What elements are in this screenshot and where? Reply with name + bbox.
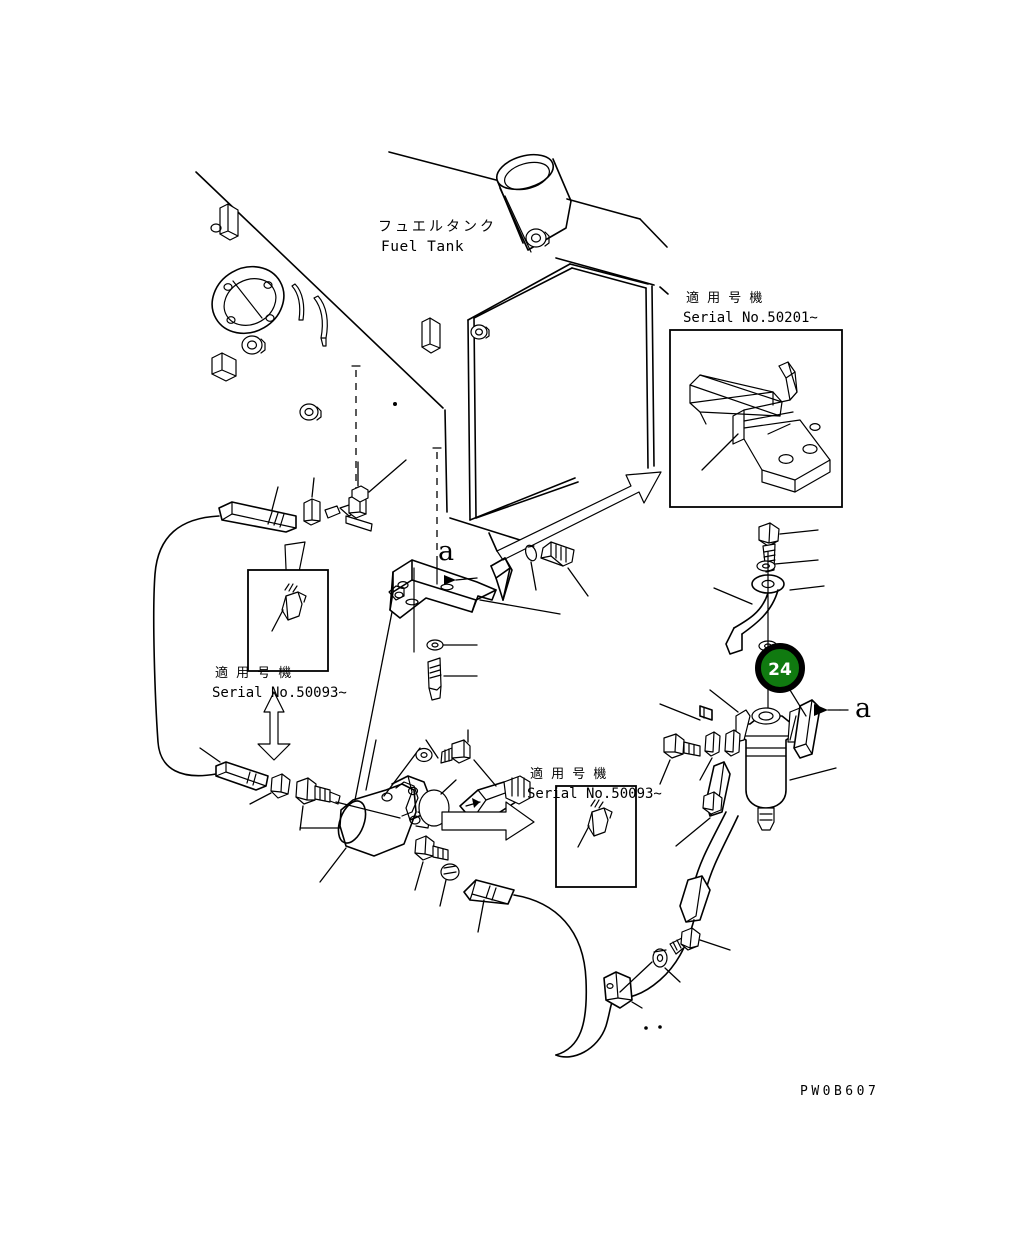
tank-top-tabs (210, 203, 441, 382)
serial-note-50093-left-en: Serial No.50093~ (212, 685, 347, 701)
inline-connector (459, 759, 531, 821)
fuel-tank-label-en: Fuel Tank (381, 239, 464, 255)
serial-note-50201-en: Serial No.50201~ (683, 310, 818, 326)
filter-mount-clamp (793, 699, 821, 759)
filter-hose-nut (702, 791, 723, 815)
left-hose-assembly (152, 459, 407, 831)
mount-bracket-assembly: a (351, 365, 589, 801)
inset-clamp-drawing-left (271, 583, 307, 632)
text-labels: フュエルタンク Fuel Tank 適 用 号 機 Serial No.5020… (212, 219, 879, 1099)
callout-24-circle[interactable] (755, 643, 805, 693)
serial-note-50093-center-jp: 適 用 号 機 (530, 766, 608, 782)
serial-note-50201-jp: 適 用 号 機 (686, 290, 764, 306)
serial-note-50093-center-en: Serial No.50093~ (527, 786, 662, 802)
hollow-arrow-to-inset-50201 (496, 471, 662, 561)
clip-bolt-hardware (619, 927, 731, 993)
fuel-filler-neck (495, 153, 572, 253)
section-ref-a-bracket: a (438, 536, 478, 585)
tank-flange-ring (211, 265, 285, 355)
inset-bracket-50201 (496, 329, 843, 561)
section-ref-a-filter-text: a (855, 693, 871, 724)
callout-24-number: 24 (768, 660, 792, 680)
left-lower-fitting (295, 777, 401, 831)
inset-clamp-detail-center (555, 785, 637, 888)
bracket-hardware-right (524, 541, 589, 597)
inset-bracket-drawing (689, 361, 831, 493)
fuel-tank-assembly (195, 151, 669, 552)
callout-24[interactable]: 24 (755, 643, 807, 717)
left-elbow-fitting (324, 459, 407, 532)
left-hose-clamp (303, 477, 321, 526)
pump-bolt-upper (415, 729, 471, 764)
bracket-hardware-bottom (354, 599, 561, 801)
fuel-tank-label-jp: フュエルタンク (378, 219, 497, 235)
section-ref-a-filter: a (814, 693, 871, 724)
fuel-filter-assembly: a (619, 522, 871, 999)
tank-clips (291, 283, 328, 347)
filter-washer-upper (756, 559, 819, 572)
fuel-filter-body (739, 707, 837, 831)
drawing-number: PW0B607 (800, 1084, 879, 1099)
fuel-pump-assembly (299, 729, 637, 1056)
left-lower-clamp (249, 773, 291, 805)
hose-clip-bracket (555, 927, 731, 1058)
left-hose-lower-end (199, 747, 401, 831)
section-ref-a-bracket-text: a (438, 536, 454, 567)
filter-left-hardware (659, 689, 741, 785)
pump-outlet-hose (463, 879, 588, 1056)
inset-clamp-drawing-center (577, 799, 613, 848)
tank-panel-fitting (470, 324, 490, 340)
tank-side-boss (299, 403, 322, 421)
pump-hardware-lower (414, 835, 460, 907)
serial-note-50093-left-jp: 適 用 号 機 (215, 665, 293, 681)
